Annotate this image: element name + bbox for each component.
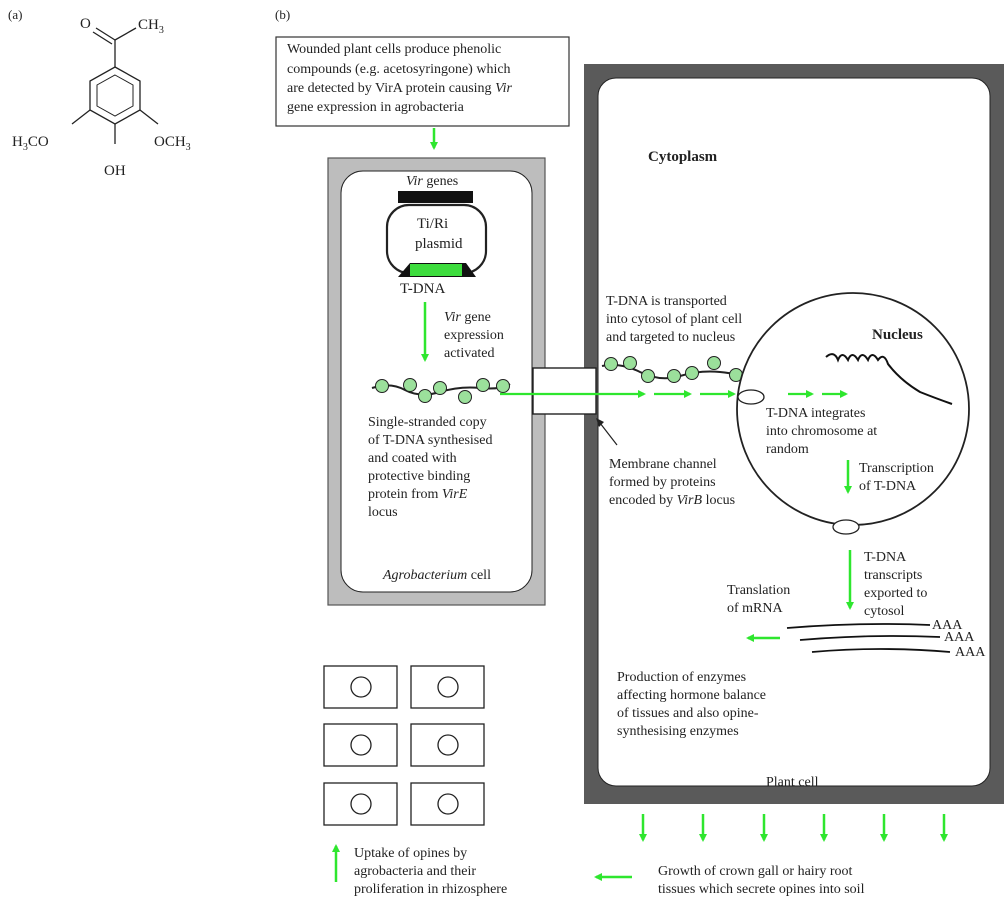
carbonyl-bond-2 (92, 31, 113, 45)
vir-expression-line-1: Vir gene (444, 310, 491, 325)
agrobacterium-interior (340, 170, 533, 593)
transcription-line-1: Transcription (859, 461, 934, 476)
membrane-channel (532, 367, 597, 415)
transport-line-3: and targeted to nucleus (606, 330, 736, 345)
left-methoxy-group: H3CO (12, 134, 49, 153)
growth-line-1: Growth of crown gall or hairy root (658, 864, 853, 879)
protein-beads-agro (375, 378, 510, 404)
transcripts-line-4: cytosol (864, 604, 905, 619)
vir-expression-line-2: expression (444, 328, 504, 343)
cytoplasm-label: Cytoplasm (648, 149, 718, 165)
plant-tissue-cells (323, 665, 485, 826)
methyl-group: CH3 (138, 17, 164, 36)
top-note-line-4: gene expression in agrobacteria (287, 100, 464, 115)
ss-text-line-2: of T-DNA synthesised (368, 433, 493, 448)
benzene-inner-ring (96, 74, 134, 117)
acetosyringone-structure (71, 27, 159, 144)
integrates-line-1: T-DNA integrates (766, 406, 866, 421)
poly-a-3: AAA (955, 645, 986, 660)
top-note-box (275, 36, 570, 127)
top-note-line-1: Wounded plant cells produce phenolic (287, 42, 502, 57)
tdna-label: T-DNA (400, 281, 446, 297)
secretion-arrows (639, 814, 948, 842)
transcripts-line-3: exported to (864, 586, 928, 601)
hydroxyl-group: OH (104, 163, 126, 179)
transcription-line-2: of T-DNA (859, 479, 917, 494)
membrane-line-3: encoded by VirB locus (609, 493, 736, 508)
enzymes-line-1: Production of enzymes (617, 670, 747, 685)
chromosome (825, 353, 953, 405)
left-methoxy-bond (71, 109, 91, 125)
ss-text-line-3: and coated with (368, 451, 457, 466)
enzymes-line-3: of tissues and also opine- (617, 706, 759, 721)
uptake-line-1: Uptake of opines by (354, 846, 468, 861)
tdna-segment (410, 264, 462, 276)
ketone-oxygen: O (80, 16, 91, 32)
top-note-line-3: are detected by VirA protein causing Vir (287, 81, 512, 96)
methyl-bond (114, 27, 137, 41)
transcripts-line-1: T-DNA (864, 550, 907, 565)
vir-expression-line-3: activated (444, 346, 495, 361)
uptake-line-3: proliferation in rhizosphere (354, 882, 508, 897)
uptake-line-2: agrobacteria and their (354, 864, 477, 879)
plasmid-label-1: Ti/Ri (417, 216, 449, 232)
enzymes-line-4: synthesising enzymes (617, 724, 739, 739)
transport-line-2: into cytosol of plant cell (606, 312, 743, 327)
membrane-pointer (599, 422, 618, 446)
panel-b-label: (b) (275, 7, 291, 22)
membrane-line-1: Membrane channel (609, 457, 717, 472)
ss-text-line-5: protein from VirE (368, 487, 468, 502)
plasmid-label-2: plasmid (415, 236, 463, 252)
translation-line-2: of mRNA (727, 601, 783, 616)
right-methoxy-bond (139, 109, 159, 125)
vir-genes-label: Vir genes (406, 174, 459, 189)
poly-a-1: AAA (932, 618, 963, 633)
ss-text-line-6: locus (368, 505, 398, 520)
nuclear-pore-left (737, 389, 765, 405)
integrates-line-2: into chromosome at (766, 424, 878, 439)
poly-a-2: AAA (944, 630, 975, 645)
nucleus-label: Nucleus (872, 327, 923, 343)
carbonyl-bond-1 (95, 27, 116, 41)
mrna-line-3 (811, 648, 951, 653)
plant-cell-label: Plant cell (766, 775, 819, 790)
nuclear-pore-bottom (832, 519, 860, 535)
vir-genes-block (398, 191, 473, 203)
top-note-line-2: compounds (e.g. acetosyringone) which (287, 62, 511, 77)
ss-text-line-1: Single-stranded copy (368, 415, 487, 430)
growth-line-2: tissues which secrete opines into soil (658, 882, 865, 897)
right-methoxy-group: OCH3 (154, 134, 191, 153)
protein-beads-cytosol (604, 356, 743, 383)
agrobacterium-label: Agrobacterium cell (383, 568, 491, 583)
integrates-line-3: random (766, 442, 809, 457)
panel-a-label: (a) (8, 7, 23, 22)
mrna-line-1 (786, 623, 931, 629)
translation-line-1: Translation (727, 583, 791, 598)
membrane-line-2: formed by proteins (609, 475, 716, 490)
mrna-line-2 (799, 635, 941, 641)
ss-text-line-4: protective binding (368, 469, 471, 484)
enzymes-line-2: affecting hormone balance (617, 688, 767, 703)
transport-line-1: T-DNA is transported (606, 294, 727, 309)
transcripts-line-2: transcripts (864, 568, 923, 583)
